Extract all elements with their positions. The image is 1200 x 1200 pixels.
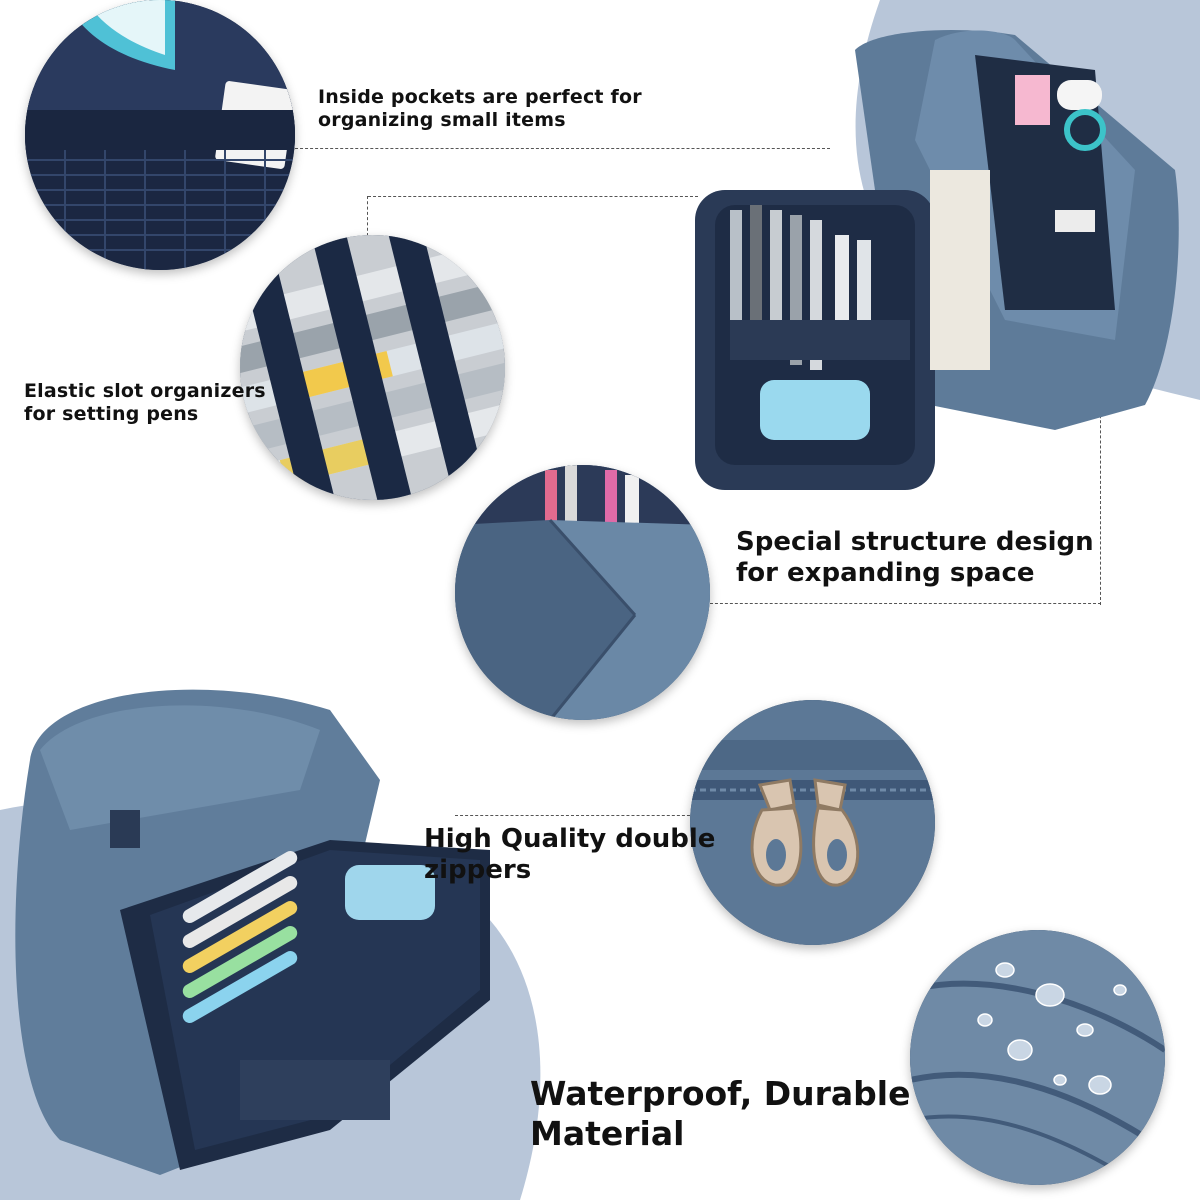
caption-special-structure-line2: for expanding space	[736, 558, 1035, 589]
caption-waterproof: Waterproof, Durable Material	[530, 1074, 910, 1153]
inside-pockets-image: 2	[25, 0, 295, 270]
connector-structure	[705, 603, 1101, 604]
connector-elastic-vertical	[367, 196, 368, 236]
caption-elastic-slots-line1: Elastic slot organizers	[24, 380, 266, 402]
caption-inside-pockets: Inside pockets are perfect for organizin…	[318, 86, 642, 132]
connector-elastic-top	[368, 196, 698, 197]
connector-structure-vertical	[1100, 395, 1101, 605]
waterproof-fabric-image	[910, 930, 1165, 1185]
connector-zippers	[455, 815, 695, 816]
caption-double-zippers-line2: zippers	[424, 855, 532, 886]
elastic-slots-image	[240, 235, 505, 500]
caption-elastic-slots-line2: for setting pens	[24, 402, 199, 425]
connector-pockets	[290, 148, 830, 149]
expanding-structure-image	[455, 465, 710, 720]
caption-inside-pockets-line1: Inside pockets are perfect for	[318, 86, 642, 108]
pencil-case-open-top-image	[675, 20, 1200, 510]
caption-double-zippers-line1: High Quality double	[424, 824, 716, 854]
pencil-case-open-bottom-image	[0, 670, 500, 1200]
caption-special-structure-line1: Special structure design	[736, 527, 1094, 557]
caption-waterproof-line1: Waterproof, Durable	[530, 1074, 911, 1113]
caption-special-structure: Special structure design for expanding s…	[736, 527, 1094, 589]
caption-elastic-slots: Elastic slot organizers for setting pens	[24, 380, 266, 426]
double-zippers-image	[690, 700, 935, 945]
caption-waterproof-line2: Material	[530, 1113, 685, 1153]
caption-double-zippers: High Quality double zippers	[424, 824, 715, 886]
caption-inside-pockets-line2: organizing small items	[318, 108, 566, 131]
